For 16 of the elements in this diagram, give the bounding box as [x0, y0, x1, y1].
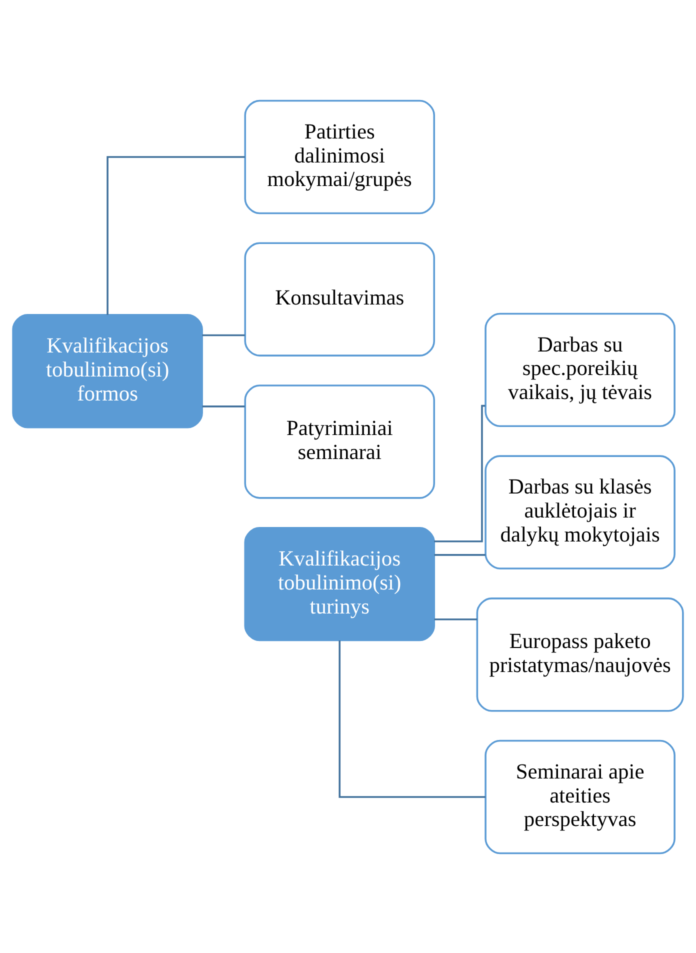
- connector: [202, 334, 245, 336]
- node-box: Kvalifikacijos tobulinimo(si) formos: [12, 314, 203, 428]
- connector: [106, 156, 245, 314]
- node-box: Patirties dalinimosi mokymai/grupės: [244, 99, 436, 214]
- node-box: Konsultavimas: [244, 242, 436, 356]
- node-box: Europass paketo pristatymas/naujovės: [476, 597, 684, 712]
- connector: [202, 405, 245, 407]
- node-box: Kvalifikacijos tobulinimo(si) turinys: [244, 526, 436, 641]
- connector: [338, 640, 486, 798]
- connector: [434, 404, 486, 542]
- node-box: Seminarai apie ateities perspektyvas: [484, 739, 676, 854]
- connector: [434, 618, 478, 620]
- connector: [434, 554, 486, 556]
- node-box: Darbas su klasės auklėtojais ir dalykų mokytojais: [484, 454, 676, 569]
- node-box: Patyriminiai seminarai: [244, 384, 436, 498]
- node-box: Darbas su spec.poreikių vaikais, jų tėvais: [484, 312, 676, 427]
